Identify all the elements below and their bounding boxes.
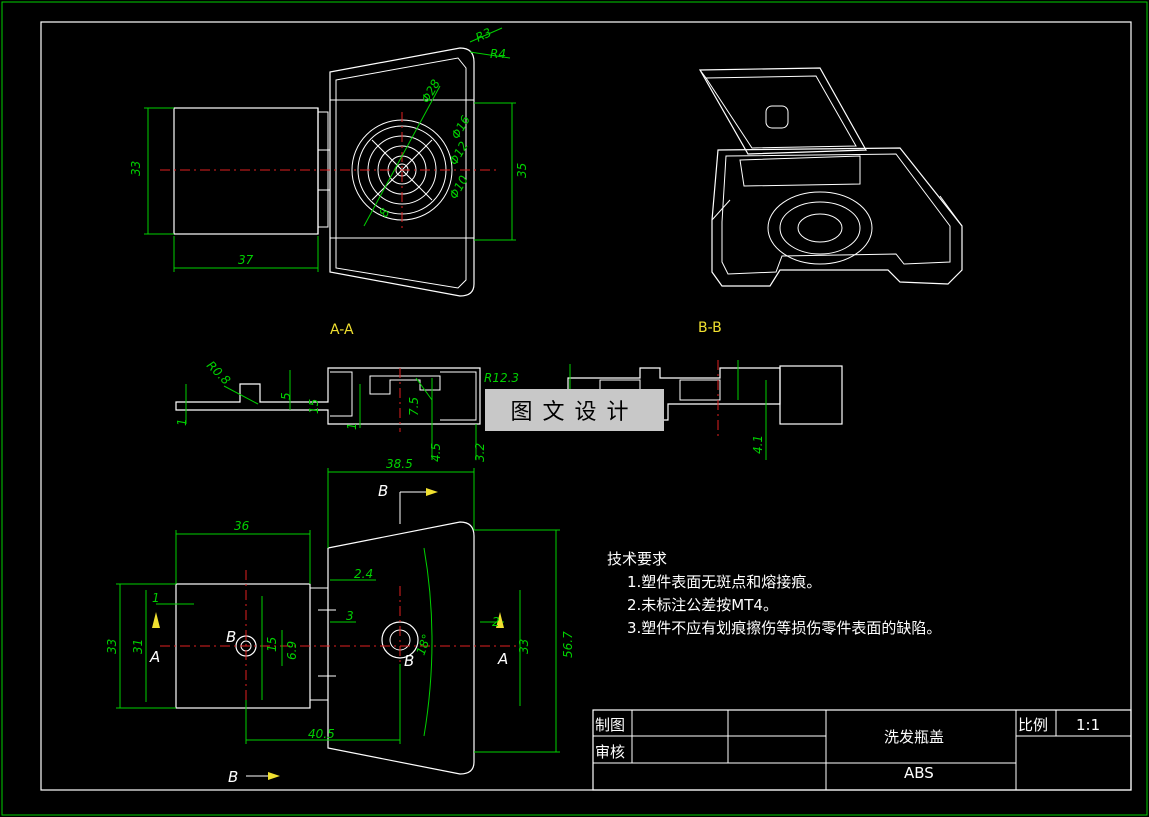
technical-requirements: 技术要求 1.塑件表面无斑点和熔接痕。 2.未标注公差按MT4。 3.塑件不应有… <box>607 548 941 640</box>
dim-35: 35 <box>515 163 529 178</box>
material: ABS <box>904 764 934 782</box>
dim-4-5: 4.5 <box>429 443 443 462</box>
watermark-banner: 图文设计 <box>485 389 664 431</box>
section-letter-b-mid: B <box>404 652 414 670</box>
dim-36: 36 <box>234 519 250 533</box>
dim-2: 2 <box>492 615 500 629</box>
dim-18deg: 18° <box>414 632 434 657</box>
dim-15-section: 15 <box>307 399 321 414</box>
section-letter-b-bottom: B <box>228 768 238 786</box>
dim-phi10: Φ10 <box>446 173 471 202</box>
dim-33-bottom-right: 33 <box>517 639 531 654</box>
dim-1-left: 1 <box>175 418 189 426</box>
section-letter-b-top: B <box>378 482 388 500</box>
drawing-border <box>40 21 1132 791</box>
dim-56-7: 56.7 <box>561 631 575 658</box>
dim-8: 8 <box>376 206 392 220</box>
dim-1-bottom: 1 <box>152 591 160 605</box>
tech-item-3: 3.塑件不应有划痕擦伤等损伤零件表面的缺陷。 <box>627 619 942 637</box>
dim-phi12: Φ12 <box>446 139 470 167</box>
dim-33-bottom-left: 33 <box>105 639 119 654</box>
section-letter-a-right: A <box>497 650 508 668</box>
section-letter-b-left: B <box>226 628 236 646</box>
dim-38-5: 38.5 <box>386 457 413 471</box>
tech-item-2: 2.未标注公差按MT4。 <box>627 596 778 614</box>
scale-value: 1:1 <box>1076 716 1101 734</box>
top-view <box>144 27 516 297</box>
part-name: 洗发瓶盖 <box>884 728 945 746</box>
dim-7-5: 7.5 <box>407 397 421 416</box>
tech-item-1: 1.塑件表面无斑点和熔接痕。 <box>627 573 822 591</box>
tech-title: 技术要求 <box>607 550 668 568</box>
dim-15-bottom: 15 <box>265 637 279 652</box>
isometric-view <box>698 67 963 287</box>
dim-r12-3: R12.3 <box>484 371 519 385</box>
bottom-view <box>116 468 560 780</box>
dim-phi16: Φ16 <box>448 113 473 142</box>
dim-37: 37 <box>238 253 254 267</box>
dim-r3: R3 <box>473 25 493 44</box>
drawn-label: 制图 <box>595 716 626 734</box>
dim-r4: R4 <box>490 47 506 61</box>
section-letter-a-left: A <box>149 648 160 666</box>
dim-2-4: 2.4 <box>354 567 373 581</box>
scale-label: 比例 <box>1018 716 1049 734</box>
section-aa-view <box>175 367 481 460</box>
dim-5: 5 <box>279 392 293 400</box>
dim-1-mid: 1 <box>345 422 359 430</box>
title-block-grid <box>592 709 1132 791</box>
dim-31: 31 <box>131 639 145 654</box>
checked-label: 审核 <box>595 743 626 761</box>
label-section-aa: A-A <box>330 322 354 338</box>
dim-40-5: 40.5 <box>308 727 335 741</box>
dim-3: 3 <box>346 609 354 623</box>
dim-33-top: 33 <box>129 161 143 176</box>
dim-r08: R0.8 <box>204 358 234 388</box>
dim-3-2: 3.2 <box>473 443 487 462</box>
label-section-bb: B-B <box>698 320 722 336</box>
dim-6-9: 6.9 <box>285 641 299 660</box>
dim-4-1: 4.1 <box>751 435 765 454</box>
dim-phi28: Φ28 <box>418 77 443 106</box>
